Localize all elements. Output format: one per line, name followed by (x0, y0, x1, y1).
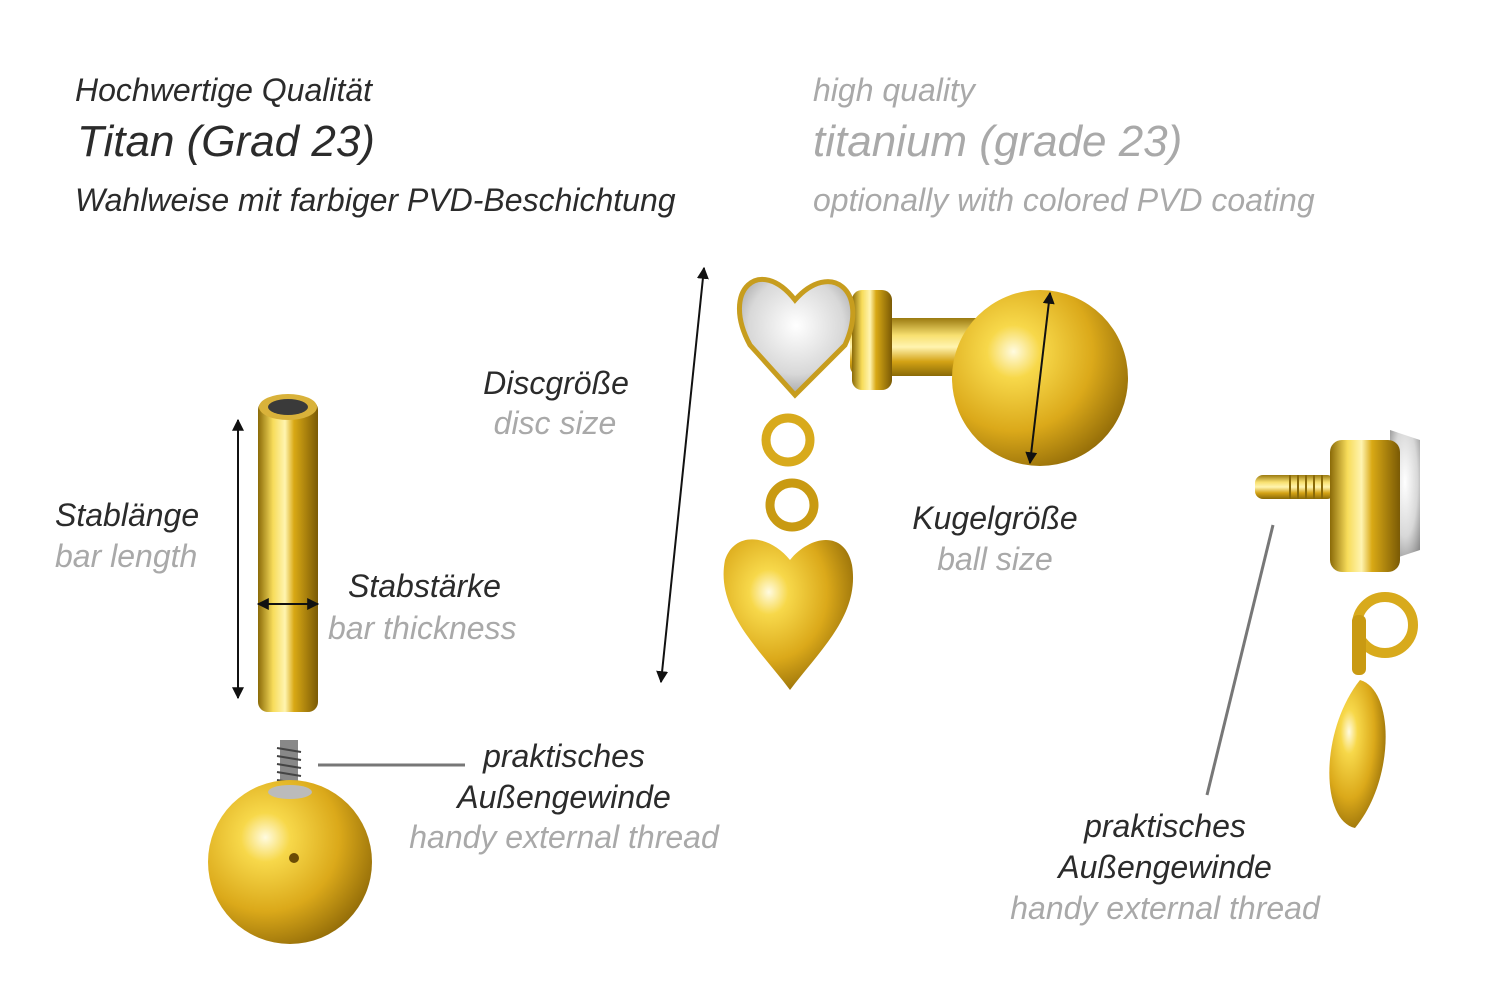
bar-length-en: bar length (55, 538, 198, 574)
side-view-earring (1255, 430, 1420, 828)
coating-de: Wahlweise mit farbiger PVD-Beschichtung (75, 182, 676, 218)
quality-de: Hochwertige Qualität (75, 72, 373, 108)
thread-right-de1: praktisches (1084, 808, 1246, 844)
thread-left-de1: praktisches (483, 738, 645, 774)
quality-en: high quality (813, 72, 975, 108)
ball-size-en: ball size (937, 541, 1053, 577)
bar-length-de: Stablänge (55, 497, 200, 533)
bar-thickness-de: Stabstärke (348, 568, 501, 604)
disc-size-en: disc size (493, 405, 617, 441)
material-de: Titan (Grad 23) (77, 117, 375, 166)
thread-right-en: handy external thread (1010, 890, 1320, 926)
threaded-ball-part (208, 740, 372, 944)
ball-size-arrow (1025, 291, 1055, 465)
material-en: titanium (grade 23) (813, 117, 1183, 166)
bar-part (258, 394, 318, 712)
helix-earring (723, 277, 1128, 690)
thread-left-de2: Außengewinde (457, 779, 671, 815)
thread-left-en: handy external thread (409, 819, 719, 855)
disc-size-de: Discgröße (483, 365, 629, 401)
thread-right-de2: Außengewinde (1058, 849, 1272, 885)
thread-pointer-line-right (1205, 524, 1275, 796)
coating-en: optionally with colored PVD coating (813, 182, 1315, 218)
bar-thickness-en: bar thickness (328, 610, 517, 646)
disc-size-arrow (656, 266, 709, 684)
ball-size-de: Kugelgröße (912, 500, 1078, 536)
